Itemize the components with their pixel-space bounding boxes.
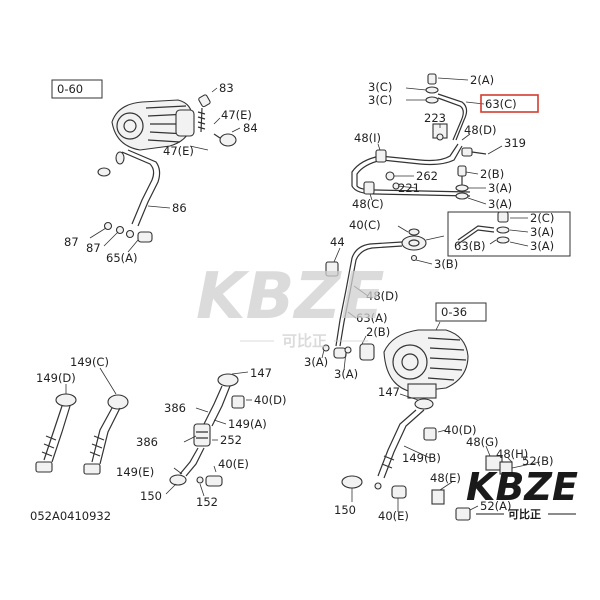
label-52a[interactable]: 52(A) [480, 499, 511, 513]
label-149b[interactable]: 149(B) [402, 451, 441, 465]
left-top-leaders [89, 87, 241, 253]
mid-right-leaders [321, 225, 445, 371]
label-3a-f[interactable]: 3(A) [334, 367, 358, 381]
plug-84 [213, 133, 237, 147]
label-150-b[interactable]: 150 [334, 503, 356, 517]
detail-inset-box [447, 211, 571, 257]
highlight-63c [480, 94, 539, 113]
label-2b-b[interactable]: 2(B) [366, 325, 390, 339]
drain-pipe-149c [83, 394, 129, 475]
label-47e-a[interactable]: 47(E) [221, 108, 252, 122]
label-40e-b[interactable]: 40(E) [378, 509, 409, 523]
label-149e[interactable]: 149(E) [116, 465, 154, 479]
label-221[interactable]: 221 [398, 181, 420, 195]
svg-text:可比正: 可比正 [508, 507, 541, 521]
drain-pipe-149d [35, 393, 77, 473]
return-pipe-48d-lower [322, 228, 427, 361]
label-386-b[interactable]: 386 [136, 435, 158, 449]
drain-pipe-149b [341, 398, 437, 499]
label-3a-d[interactable]: 3(A) [530, 239, 554, 253]
svg-text:KBZE: KBZE [466, 465, 578, 509]
bottom-left-leaders [65, 367, 252, 497]
label-152[interactable]: 152 [196, 495, 218, 509]
label-3a-e[interactable]: 3(A) [304, 355, 328, 369]
label-63c[interactable]: 63(C) [485, 97, 517, 111]
svg-text:可比正: 可比正 [282, 332, 327, 350]
label-44[interactable]: 44 [330, 235, 345, 249]
label-3b[interactable]: 3(B) [434, 257, 458, 271]
drain-pipe-149a [203, 373, 245, 427]
svg-text:KBZE: KBZE [196, 260, 385, 334]
label-147-b[interactable]: 147 [378, 385, 400, 399]
drawing-number: 052A0410932 [30, 509, 111, 523]
label-3a-c[interactable]: 3(A) [530, 225, 554, 239]
label-65a[interactable]: 65(A) [106, 251, 137, 265]
label-40e-a[interactable]: 40(E) [218, 457, 249, 471]
label-48c[interactable]: 48(C) [352, 197, 384, 211]
label-3c-b[interactable]: 3(C) [368, 93, 392, 107]
hose-252 [193, 423, 211, 447]
kbze-corner-logo: KBZE 可比正 [466, 465, 578, 521]
label-319[interactable]: 319 [504, 136, 526, 150]
bolt-319 [461, 147, 487, 157]
label-2a[interactable]: 2(A) [470, 73, 494, 87]
label-63b[interactable]: 63(B) [454, 239, 486, 253]
label-3a-b[interactable]: 3(A) [488, 197, 512, 211]
label-262[interactable]: 262 [416, 169, 438, 183]
label-87-b[interactable]: 87 [86, 241, 101, 255]
feed-pipe-86 [97, 149, 161, 243]
label-150-a[interactable]: 150 [140, 489, 162, 503]
label-149c[interactable]: 149(C) [70, 355, 109, 369]
label-386-a[interactable]: 386 [164, 401, 186, 415]
svg-text:0-36: 0-36 [441, 305, 467, 319]
label-3c-a[interactable]: 3(C) [368, 80, 392, 94]
label-40c[interactable]: 40(C) [349, 218, 381, 232]
label-86[interactable]: 86 [172, 201, 187, 215]
label-252[interactable]: 252 [220, 433, 242, 447]
label-48d-a[interactable]: 48(D) [464, 123, 496, 137]
label-48g[interactable]: 48(G) [466, 435, 499, 449]
label-147-a[interactable]: 147 [250, 366, 272, 380]
top-right-leaders [369, 77, 503, 205]
drain-pipe-149e [169, 447, 223, 487]
label-47e-b[interactable]: 47(E) [163, 144, 194, 158]
label-48e[interactable]: 48(E) [430, 471, 461, 485]
ref-box-0-36[interactable]: 0-36 [435, 302, 487, 322]
label-3a-a[interactable]: 3(A) [488, 181, 512, 195]
label-48h[interactable]: 48(H) [496, 447, 528, 461]
label-48i[interactable]: 48(I) [354, 131, 381, 145]
bolt-83 [197, 94, 211, 133]
label-223[interactable]: 223 [424, 111, 446, 125]
label-87-a[interactable]: 87 [64, 235, 79, 249]
label-149d[interactable]: 149(D) [36, 371, 76, 385]
brackets-48g-48h [431, 455, 513, 521]
label-149a[interactable]: 149(A) [228, 417, 267, 431]
label-2b-a[interactable]: 2(B) [480, 167, 504, 181]
label-40d-b[interactable]: 40(D) [444, 423, 476, 437]
label-48d-b[interactable]: 48(D) [366, 289, 398, 303]
label-83[interactable]: 83 [219, 81, 234, 95]
svg-text:0-60: 0-60 [57, 82, 83, 96]
kbze-watermark: KBZE 可比正 [196, 260, 385, 350]
label-84[interactable]: 84 [243, 121, 258, 135]
bolt-2b-upper [455, 165, 469, 200]
label-52b[interactable]: 52(B) [522, 454, 554, 468]
turbocharger [383, 321, 469, 399]
label-63a[interactable]: 63(A) [356, 311, 387, 325]
label-2c[interactable]: 2(C) [530, 211, 554, 225]
turbo-housing-left [111, 99, 195, 151]
ref-box-0-60[interactable]: 0-60 [51, 79, 103, 99]
label-40d-a[interactable]: 40(D) [254, 393, 286, 407]
bottom-right-leaders [351, 393, 541, 512]
